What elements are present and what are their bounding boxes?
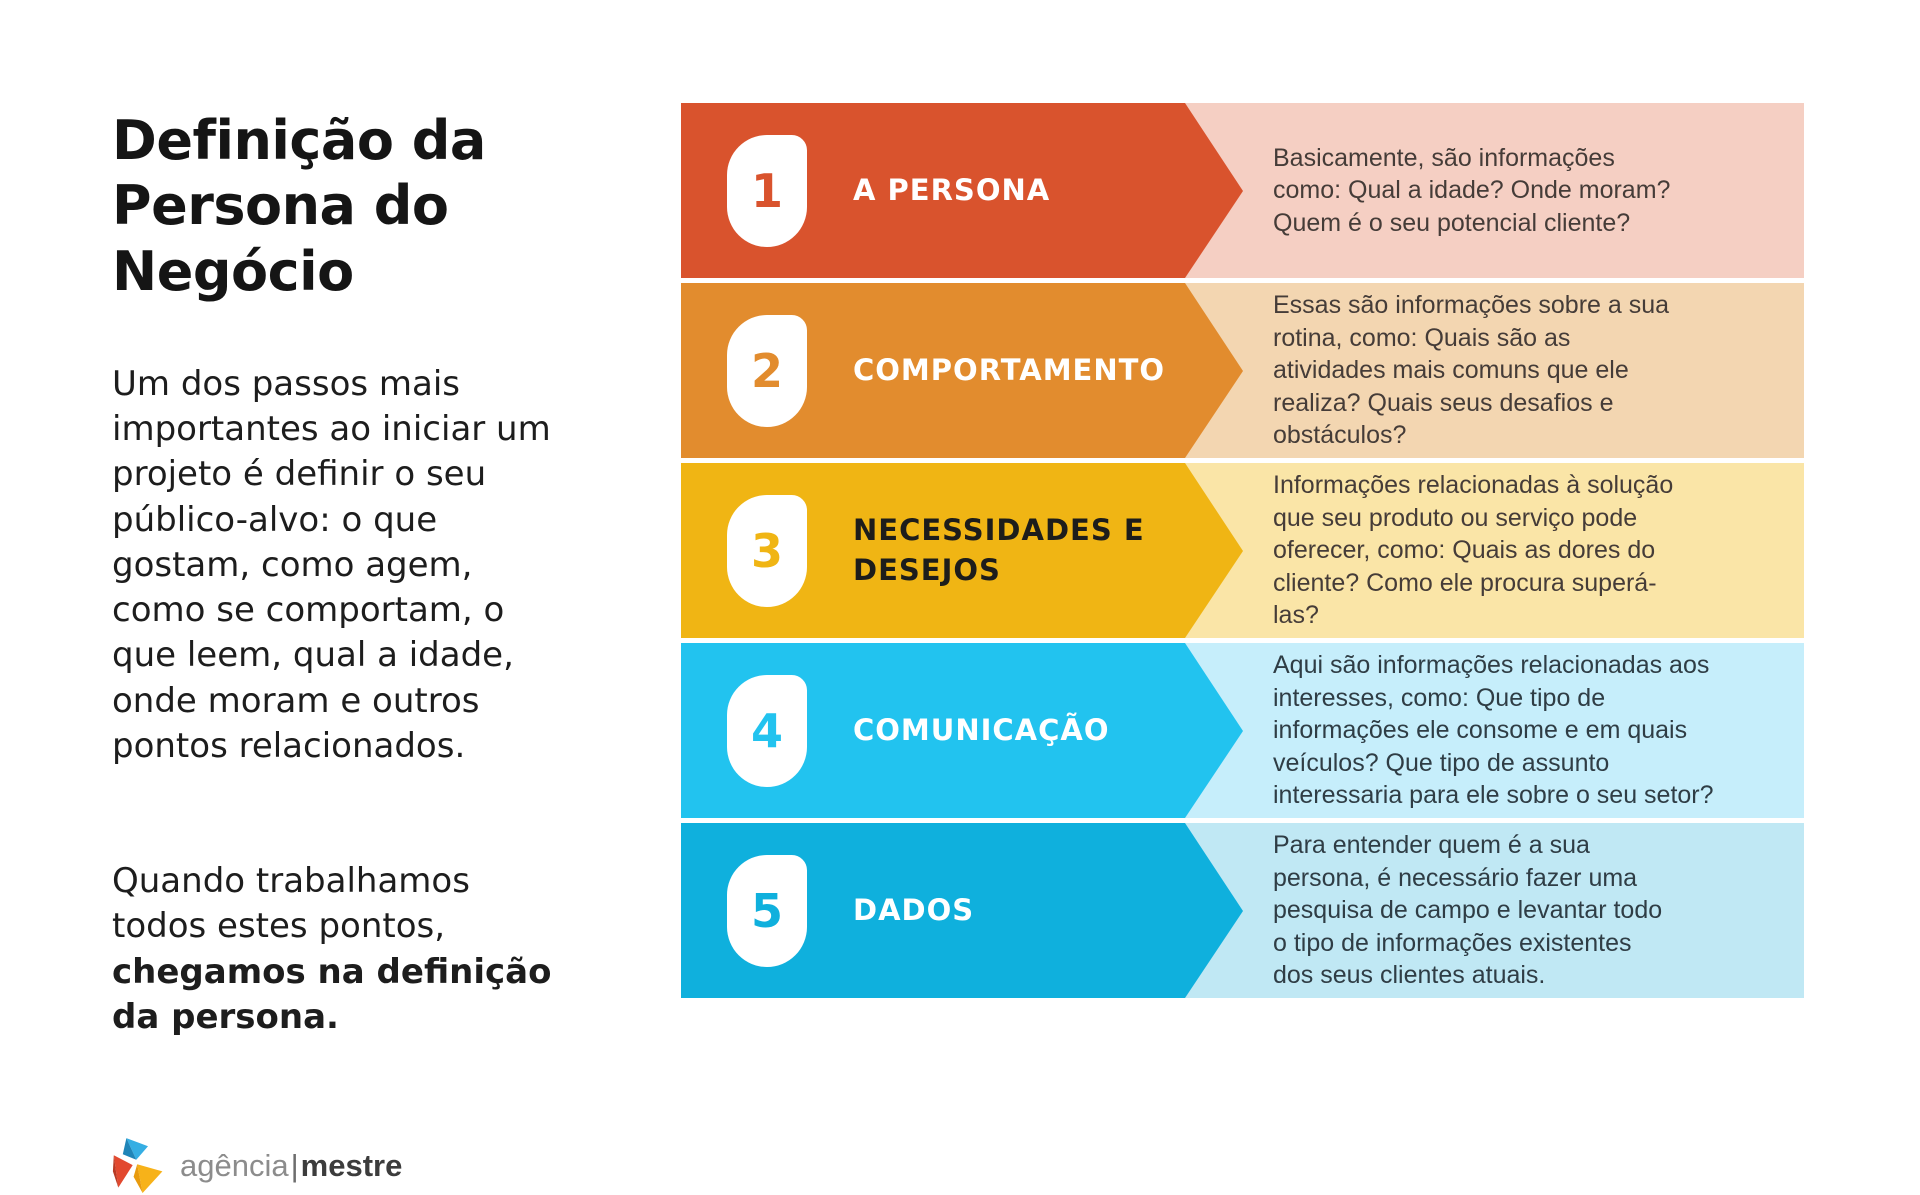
step-2-banner: 2 COMPORTAMENTO [681,283,1243,458]
closing-paragraph: Quando trabalhamos todos estes pontos, c… [112,814,652,1085]
step-2-number: 2 [750,343,783,398]
step-5-number: 5 [750,883,783,938]
step-4-arrow-tip [1185,643,1243,818]
agency-logo: agência|mestre [112,1137,652,1195]
step-4-label: COMUNICAÇÃO [853,712,1110,747]
step-4-description: Aqui são informações relacionadas aos in… [1273,651,1714,810]
step-2-description-box: Essas são informações sobre a sua rotina… [1185,283,1804,458]
steps-panel: 1 A PERSONA Basicamente, são informações… [681,103,1804,998]
step-3-arrow-tip [1185,463,1243,638]
step-3-number: 3 [750,523,783,578]
step-2-arrow-tip [1185,283,1243,458]
step-4-description-box: Aqui são informações relacionadas aos in… [1185,643,1804,818]
logo-text-mestre: mestre [300,1148,403,1184]
step-3-number-badge: 3 [727,494,807,607]
step-3-description-box: Informações relacionadas à solução que s… [1185,463,1804,638]
step-5-number-badge: 5 [727,854,807,967]
step-1-number: 1 [750,163,783,218]
step-row-5: 5 DADOS Para entender quem é a sua perso… [681,823,1804,998]
step-2-label: COMPORTAMENTO [853,352,1166,387]
step-5-label: DADOS [853,892,975,927]
step-4-banner: 4 COMUNICAÇÃO [681,643,1243,818]
step-1-number-badge: 1 [727,134,807,247]
page-title: Definição da Persona do Negócio [112,109,486,303]
step-row-3: 3 NECESSIDADES E DESEJOS Informações rel… [681,463,1804,638]
step-5-description: Para entender quem é a sua persona, é ne… [1273,831,1663,990]
step-5-banner: 5 DADOS [681,823,1243,998]
step-3-description: Informações relacionadas à solução que s… [1273,471,1674,630]
step-4-number-badge: 4 [727,674,807,787]
agency-logo-text: agência|mestre [180,1148,402,1184]
step-5-arrow-tip [1185,823,1243,998]
logo-text-divider: | [290,1148,299,1184]
step-1-banner: 1 A PERSONA [681,103,1243,278]
closing-paragraph-regular: Quando trabalhamos todos estes pontos, [112,861,470,947]
step-2-number-badge: 2 [727,314,807,427]
step-1-label: A PERSONA [853,172,1051,207]
step-row-1: 1 A PERSONA Basicamente, são informações… [681,103,1804,278]
step-row-2: 2 COMPORTAMENTO Essas são informações so… [681,283,1804,458]
step-3-label: NECESSIDADES E DESEJOS [853,513,1145,587]
logo-text-agencia: agência [180,1148,289,1184]
step-1-description: Basicamente, são informações como: Qual … [1273,143,1671,237]
step-5-description-box: Para entender quem é a sua persona, é ne… [1185,823,1804,998]
closing-paragraph-bold: chegamos na definição da persona. [112,951,552,1037]
step-row-4: 4 COMUNICAÇÃO Aqui são informações relac… [681,643,1804,818]
step-3-banner: 3 NECESSIDADES E DESEJOS [681,463,1243,638]
step-2-description: Essas são informações sobre a sua rotina… [1273,291,1670,450]
intro-paragraph: Um dos passos mais importantes ao inicia… [112,363,551,766]
step-1-arrow-tip [1185,103,1243,278]
left-column: Definição da Persona do Negócio Um dos p… [112,108,652,1195]
step-4-number: 4 [750,703,783,758]
step-1-description-box: Basicamente, são informações como: Qual … [1185,103,1804,278]
agency-logo-icon [112,1138,163,1194]
